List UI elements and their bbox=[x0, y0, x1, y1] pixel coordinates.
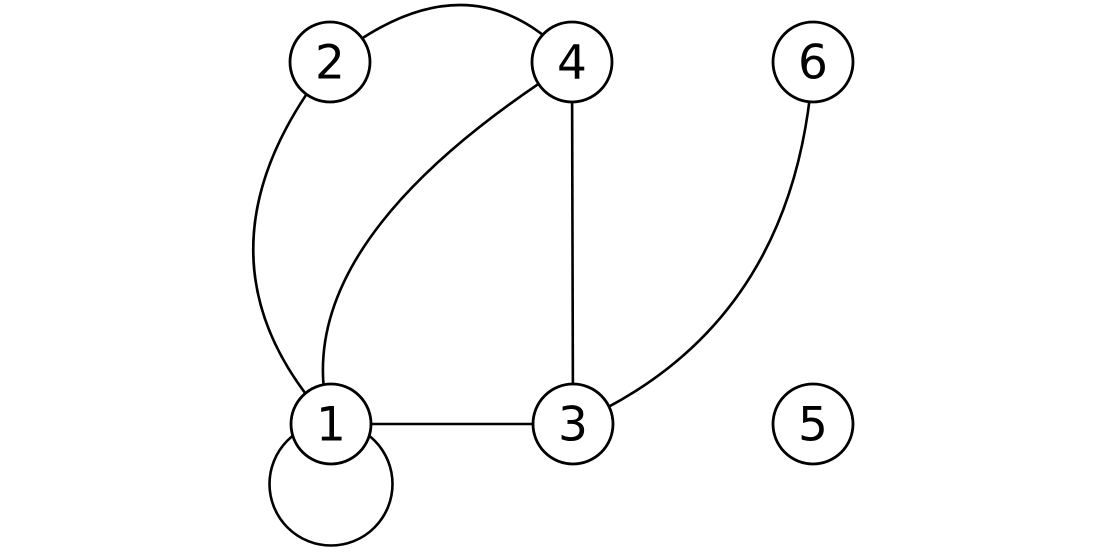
edge-4-1 bbox=[321, 60, 573, 425]
node-label-1: 1 bbox=[316, 398, 346, 453]
node-3 bbox=[531, 382, 615, 466]
node-label-3: 3 bbox=[558, 398, 588, 453]
node-4 bbox=[530, 20, 614, 104]
node-label-6: 6 bbox=[798, 36, 828, 91]
edge-2-1 bbox=[252, 61, 332, 425]
node-1 bbox=[289, 382, 373, 466]
node-2 bbox=[288, 20, 372, 104]
edge-4-3 bbox=[570, 61, 575, 425]
edge-3-6 bbox=[572, 61, 815, 426]
node-6 bbox=[771, 20, 855, 104]
node-label-5: 5 bbox=[798, 398, 828, 453]
node-label-4: 4 bbox=[557, 36, 587, 91]
node-label-2: 2 bbox=[315, 36, 345, 91]
node-5 bbox=[771, 382, 855, 466]
